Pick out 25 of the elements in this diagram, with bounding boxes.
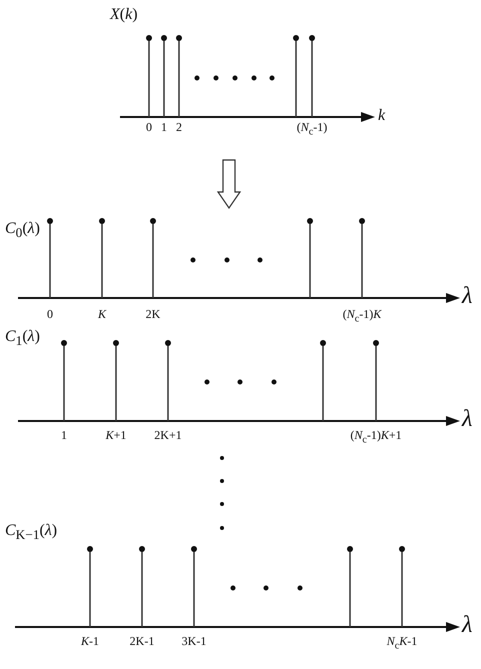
axis-label: λ <box>462 283 472 310</box>
hollow-arrow <box>216 159 242 210</box>
tick-label: K+1 <box>106 428 126 443</box>
tick-label: 2K <box>146 307 160 322</box>
axis-label: k <box>378 107 386 125</box>
tick-label: K-1 <box>81 634 99 649</box>
plot-title: C$_{0}$(λ) <box>5 220 40 242</box>
tick-label: (N$_{c}$-1)K <box>342 307 382 324</box>
tick-label: (N$_{c}$-1) <box>296 120 328 138</box>
plot-title: C$_{1}$(λ) <box>5 328 40 350</box>
tick-label: 2K+1 <box>154 428 182 443</box>
tick-label: 3K-1 <box>182 634 206 649</box>
tick-label: 0 <box>47 307 53 322</box>
tick-label: 2K-1 <box>130 634 154 649</box>
axis-label: λ <box>462 612 472 639</box>
tick-label: 2 <box>176 120 182 135</box>
plot-title: C$_{K−1}$(λ) <box>5 522 58 544</box>
tick-label: 0 <box>146 120 152 135</box>
tick-label: 1 <box>161 120 167 135</box>
plot-title: X(k) <box>110 6 138 24</box>
tick-label: (N$_{c}$-1)K+1 <box>350 428 402 446</box>
tick-label: K <box>98 307 106 322</box>
axis-label: λ <box>462 406 472 433</box>
tick-label: 1 <box>61 428 67 443</box>
tick-label: N$_{c}$K-1 <box>386 634 418 652</box>
